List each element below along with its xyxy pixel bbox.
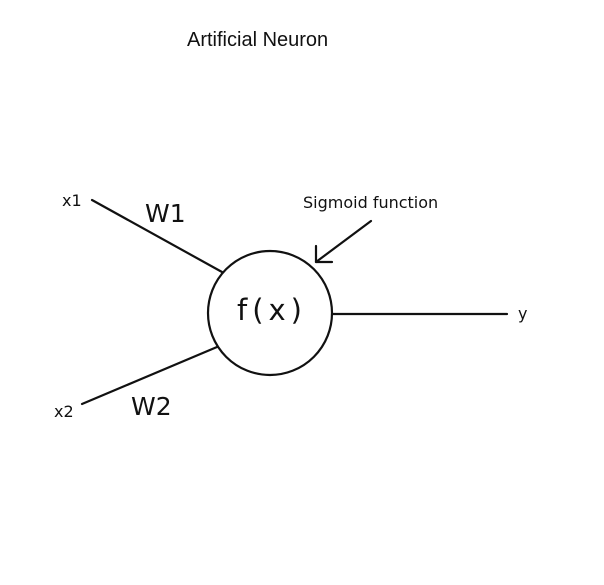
sigmoid-function-label: Sigmoid function: [303, 193, 439, 212]
input-label-x1: x1: [62, 191, 82, 210]
annotation-arrow-shaft: [314, 219, 373, 264]
diagram-title: Artificial Neuron: [187, 29, 329, 51]
neuron-function-label: f(x): [237, 293, 307, 327]
input-edge-x2: [80, 345, 219, 406]
input-label-x2: x2: [54, 402, 74, 421]
input-edge-x1: [90, 198, 224, 274]
weight-label-w2: W2: [131, 392, 172, 421]
annotation-arrow-head: [314, 244, 334, 264]
output-label-y: y: [518, 304, 528, 323]
weight-label-w1: W1: [145, 199, 186, 228]
